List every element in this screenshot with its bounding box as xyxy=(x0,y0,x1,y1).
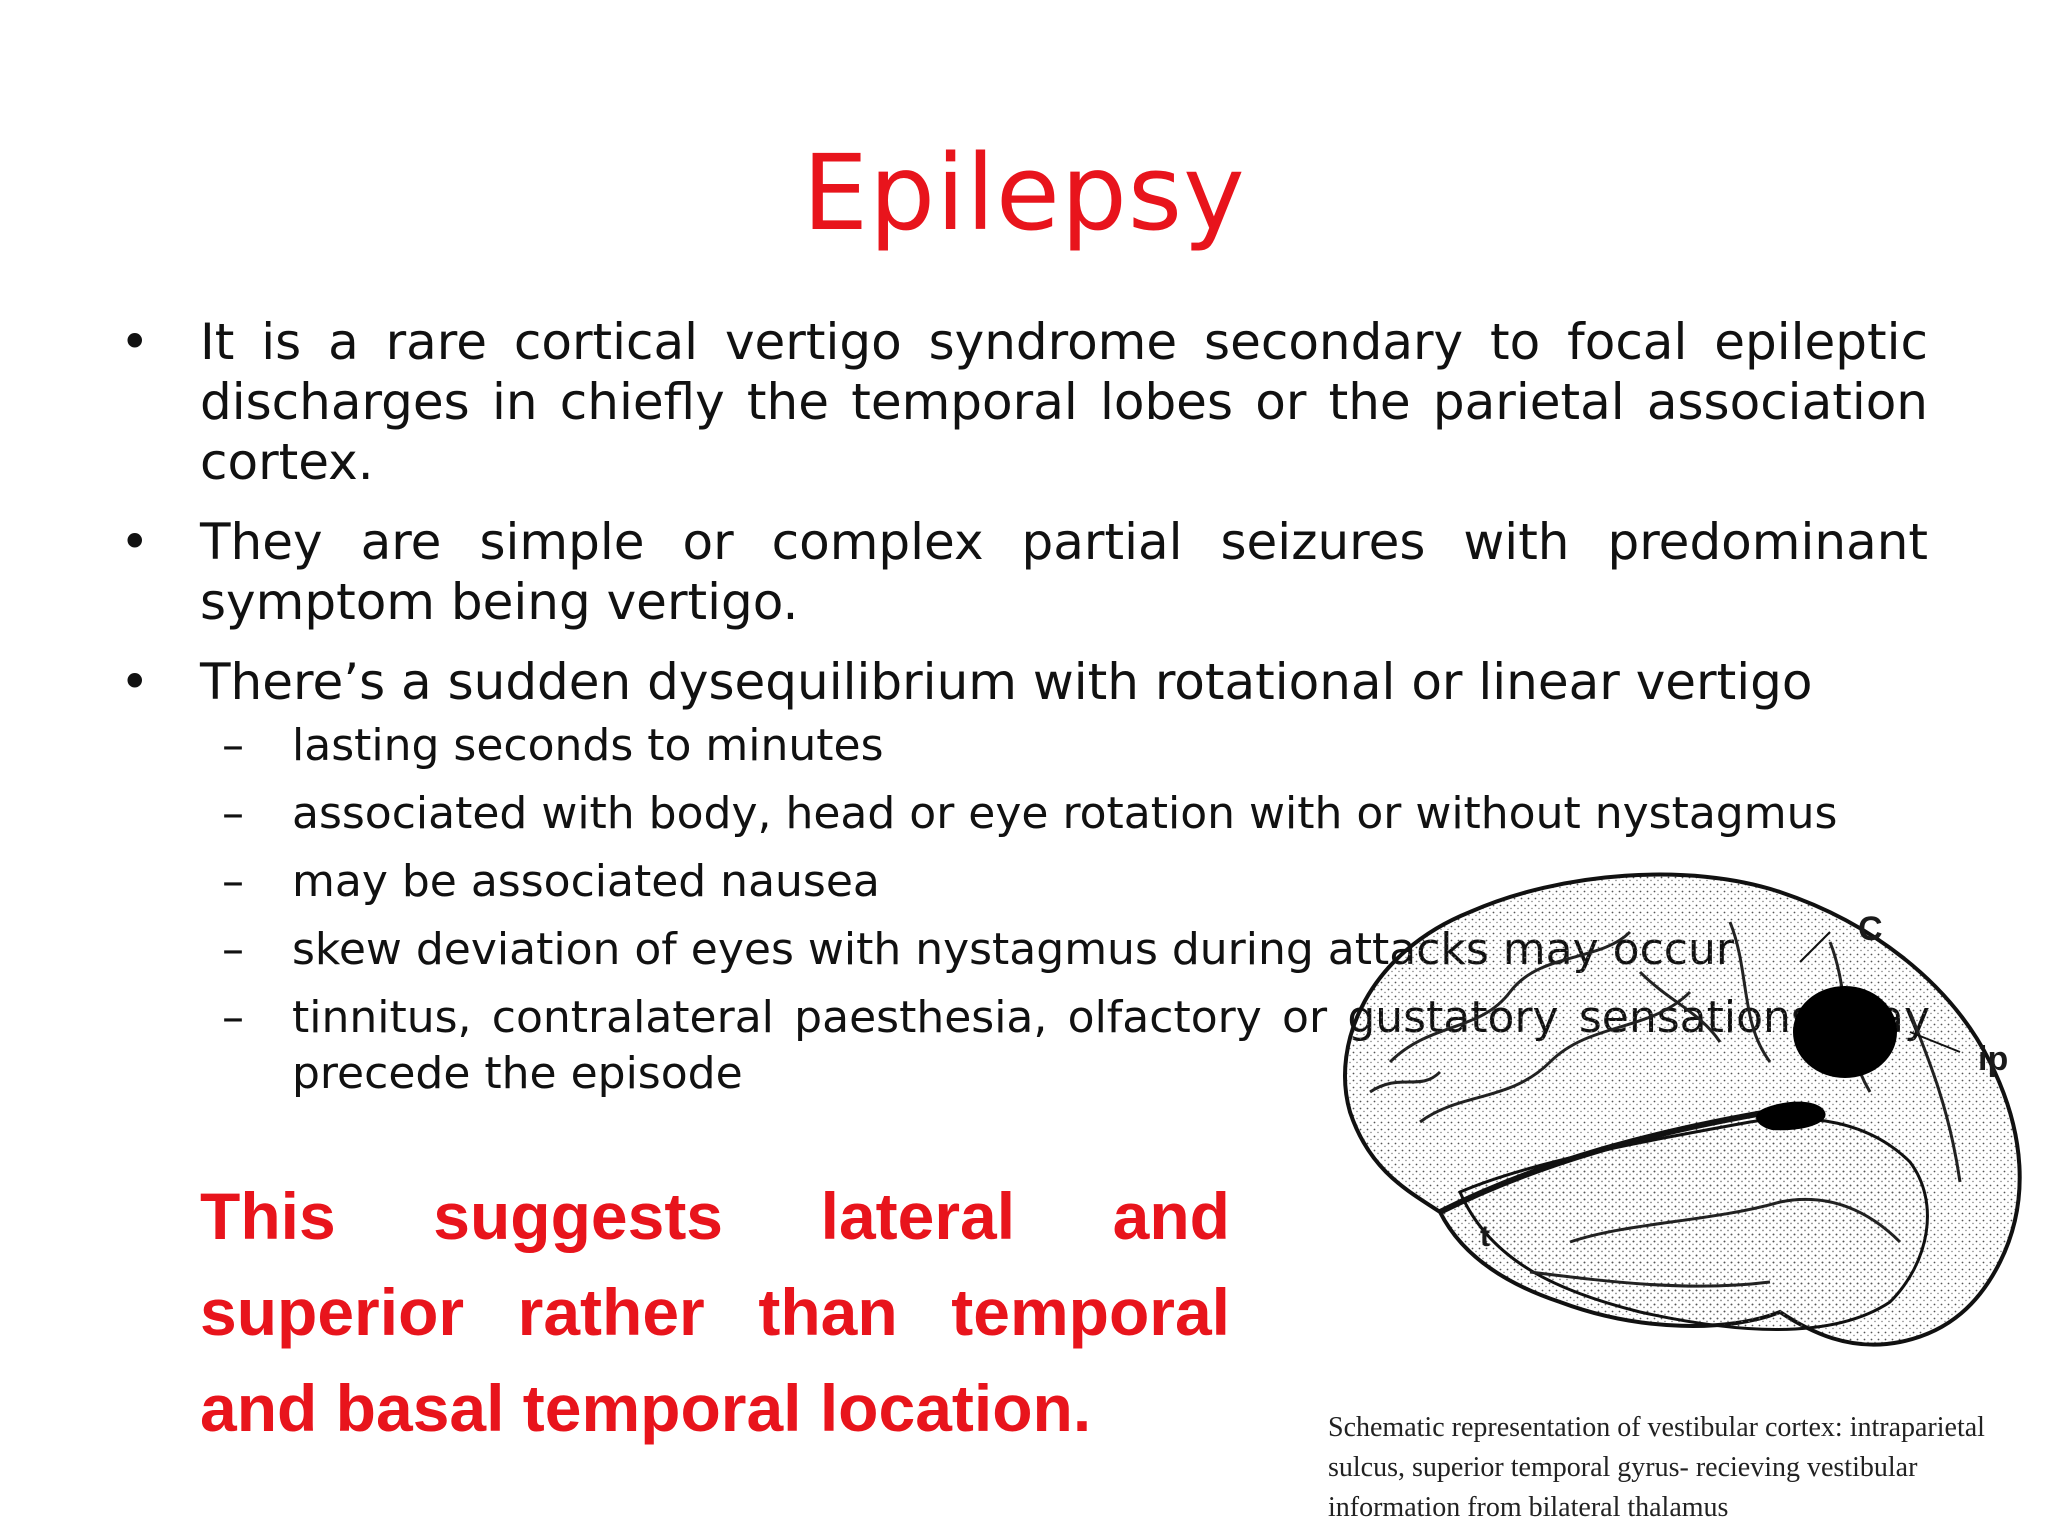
sub-bullet-marker: – xyxy=(222,992,244,1043)
sub-bullet-text: lasting seconds to minutes xyxy=(292,720,884,771)
bullet-marker: • xyxy=(120,313,150,371)
bullet-item: • There’s a sudden dysequilibrium with r… xyxy=(120,652,1928,712)
sub-bullet-marker: – xyxy=(222,720,244,771)
sub-bullet-marker: – xyxy=(222,856,244,907)
bullet-text: It is a rare cortical vertigo syndrome s… xyxy=(200,313,1928,491)
figure-label-c: C xyxy=(1858,910,1883,948)
sub-bullet-marker: – xyxy=(222,924,244,975)
sub-bullet-text: associated with body, head or eye rotati… xyxy=(292,788,1838,839)
intraparietal-lesion xyxy=(1793,986,1897,1078)
conclusion-text: This suggests lateral and superior rathe… xyxy=(200,1179,1230,1445)
temporal-lesion xyxy=(1756,1101,1826,1131)
sub-bullet-item: – associated with body, head or eye rota… xyxy=(222,786,1930,842)
bullet-item: • They are simple or complex partial sei… xyxy=(120,512,1928,632)
sub-bullet-item: – may be associated nausea xyxy=(222,854,1930,910)
slide-title: Epilepsy xyxy=(802,132,1246,254)
bullet-item: • It is a rare cortical vertigo syndrome… xyxy=(120,312,1928,492)
brain-illustration xyxy=(1343,872,2022,1347)
bullet-text: They are simple or complex partial seizu… xyxy=(200,513,1928,631)
sub-bullet-marker: – xyxy=(222,788,244,839)
sub-bullet-text: may be associated nausea xyxy=(292,856,880,907)
pointer-c xyxy=(1799,931,1831,963)
sub-bullet-item: – lasting seconds to minutes xyxy=(222,718,1930,774)
bullet-text: There’s a sudden dysequilibrium with rot… xyxy=(200,653,1813,711)
figure-label-ip: ip xyxy=(1978,1040,2009,1078)
brain-figure: C ip t xyxy=(1310,862,2030,1402)
bullet-list: • It is a rare cortical vertigo syndrome… xyxy=(120,312,1928,732)
sylvian-fissure xyxy=(1438,1107,1781,1215)
figure-caption: Schematic representation of vestibular c… xyxy=(1328,1412,1985,1523)
bullet-marker: • xyxy=(120,653,150,711)
pointer-ip xyxy=(1909,1031,1961,1053)
bullet-marker: • xyxy=(120,513,150,571)
figure-label-t: t xyxy=(1480,1220,1490,1253)
